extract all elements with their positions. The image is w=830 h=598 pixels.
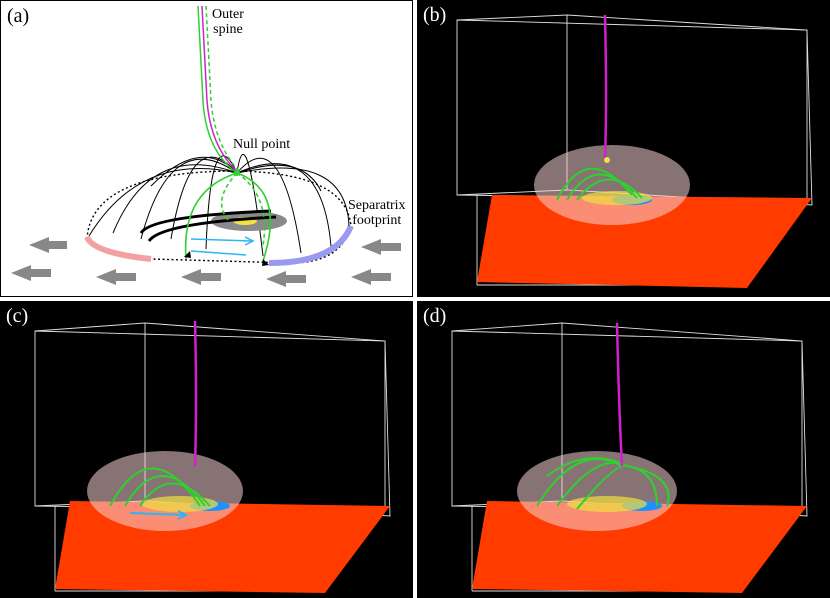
footprint-arrowhead-right [262, 259, 269, 266]
green-field-lines [184, 172, 272, 262]
panel-b-label: (b) [423, 4, 447, 26]
drift-arrow-icon [96, 269, 136, 285]
drift-arrow-icon [181, 269, 221, 285]
null-point-marker [234, 170, 240, 176]
separatrix-footprint-positive [84, 235, 152, 262]
fan-field-lines [88, 153, 350, 257]
simulation-render-c [34, 320, 391, 593]
simulation-render-b [456, 14, 813, 288]
drift-arrow-icon [266, 271, 306, 287]
separatrix-footprint-negative [268, 224, 354, 266]
null-point-marker [604, 157, 610, 163]
outer-spine [615, 322, 624, 467]
polarity-ring [142, 496, 218, 512]
flow-arrow [190, 236, 255, 256]
panel-c-label: (c) [6, 305, 29, 327]
panel-a-schematic: (a) Outer spine Null point Separatrix fo… [0, 0, 413, 297]
polarity-ring [567, 496, 647, 512]
closed-loops [139, 209, 277, 242]
drift-arrow-icon [351, 269, 391, 285]
drift-arrows [11, 237, 401, 287]
drift-arrow-icon [361, 239, 401, 255]
separatrix-dome [534, 145, 690, 225]
panel-d-simulation: (d) [417, 301, 830, 598]
null-point-annotation: Null point [233, 137, 291, 152]
schematic-drawing [11, 5, 401, 287]
flow-arrow [129, 510, 189, 520]
outer-spine-annotation: Outer spine [212, 7, 244, 37]
reconnecting-field-lines [556, 167, 643, 201]
separatrix-footprint-outline [86, 170, 352, 264]
drift-arrow-icon [11, 265, 51, 281]
simulation-render-d [451, 322, 808, 593]
separatrix-dome [517, 451, 677, 531]
photosphere-plane [477, 195, 812, 288]
footprint-arrowhead-left [184, 251, 191, 258]
panel-d-label: (d) [423, 305, 447, 327]
panel-a-label: (a) [7, 5, 30, 27]
reconnecting-field-lines [109, 467, 211, 507]
panel-b-simulation: (b) [417, 0, 830, 297]
outer-spine [603, 14, 608, 161]
panel-c-simulation: (c) [0, 301, 413, 598]
outer-spine [197, 5, 242, 174]
reconnecting-field-lines [536, 457, 670, 510]
drift-arrow-icon [29, 237, 67, 253]
outer-spine [193, 320, 198, 467]
separatrix-dome [87, 451, 243, 531]
separatrix-footprint-annotation: Separatrix footprint [348, 198, 406, 228]
